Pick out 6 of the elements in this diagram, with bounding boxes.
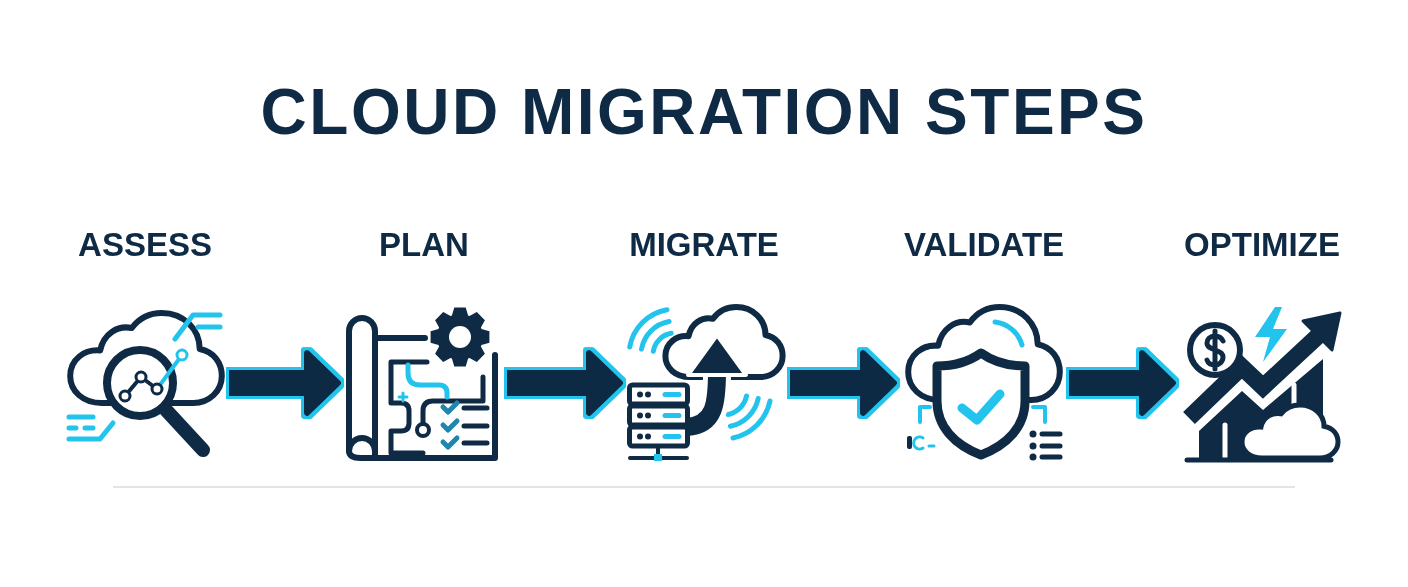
step-title: PLAN xyxy=(379,228,469,261)
step-title: MIGRATE xyxy=(629,228,779,261)
title: CLOUD MIGRATION STEPS xyxy=(260,80,1148,144)
step-title: ASSESS xyxy=(78,228,212,261)
step-title: VALIDATE xyxy=(903,228,1065,261)
step-title: OPTIMIZE xyxy=(1184,228,1340,261)
